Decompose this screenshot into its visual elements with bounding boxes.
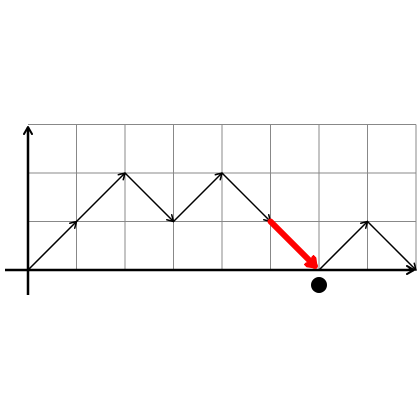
path-step-arrow <box>172 172 223 223</box>
path-step-arrow <box>366 220 417 271</box>
path-step-arrow <box>221 172 272 223</box>
path-step-arrow <box>318 220 369 271</box>
lattice-path <box>27 172 417 271</box>
grid <box>28 124 417 270</box>
path-step-arrow <box>75 172 126 223</box>
path-step-arrow <box>124 172 175 223</box>
path-step-arrow <box>27 220 78 271</box>
marked-point-dot <box>311 277 327 293</box>
axes <box>5 126 415 295</box>
marker-layer <box>311 277 327 293</box>
highlighted-step-arrow <box>267 218 318 269</box>
